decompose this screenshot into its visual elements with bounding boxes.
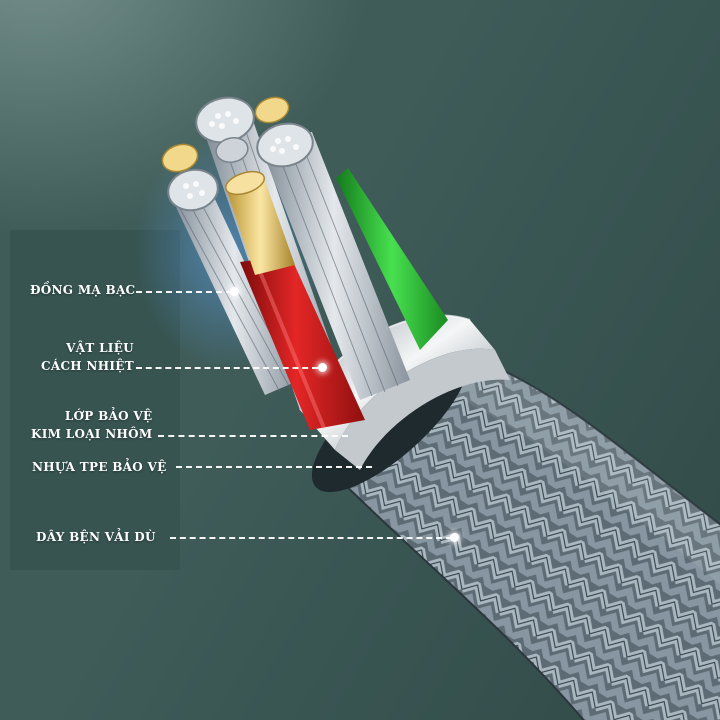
callout-label-insulation-material: VẬT LIỆU CÁCH NHIỆT — [41, 339, 134, 375]
callout-text-line: VẬT LIỆU — [66, 341, 134, 355]
callout-text-line: ĐỒNG MẠ BẠC — [30, 283, 136, 297]
leader-dot-nylon-braid — [450, 533, 459, 542]
strand-bundle-right — [258, 132, 410, 400]
leader-line-insulation-material — [136, 367, 318, 369]
callout-text-line: CÁCH NHIỆT — [41, 359, 134, 373]
green-wire — [336, 168, 448, 350]
callout-text-line: DÂY BỆN VẢI DÙ — [36, 530, 156, 544]
leader-line-aluminum-shield — [158, 435, 348, 437]
callout-text-line: KIM LOẠI NHÔM — [31, 427, 153, 441]
callout-label-tpe-jacket: NHỰA TPE BẢO VỆ — [32, 458, 167, 476]
callout-label-aluminum-shield: LỚP BẢO VỆ KIM LOẠI NHÔM — [31, 407, 152, 443]
strand-end-caps — [161, 96, 314, 212]
callout-text-line: LỚP BẢO VỆ — [64, 409, 153, 423]
red-wire — [240, 255, 365, 430]
leader-line-tpe-jacket — [176, 466, 372, 468]
leader-dot-insulation-material — [318, 363, 327, 372]
leader-line-nylon-braid — [170, 537, 452, 539]
gold-core — [224, 170, 295, 275]
callout-label-silver-plated-copper: ĐỒNG MẠ BẠC — [30, 281, 135, 299]
callout-label-nylon-braid: DÂY BỆN VẢI DÙ — [36, 528, 156, 546]
callout-text-line: NHỰA TPE BẢO VỆ — [32, 460, 167, 474]
leader-dot-silver-plated-copper — [230, 287, 239, 296]
leader-line-silver-plated-copper — [136, 291, 232, 293]
